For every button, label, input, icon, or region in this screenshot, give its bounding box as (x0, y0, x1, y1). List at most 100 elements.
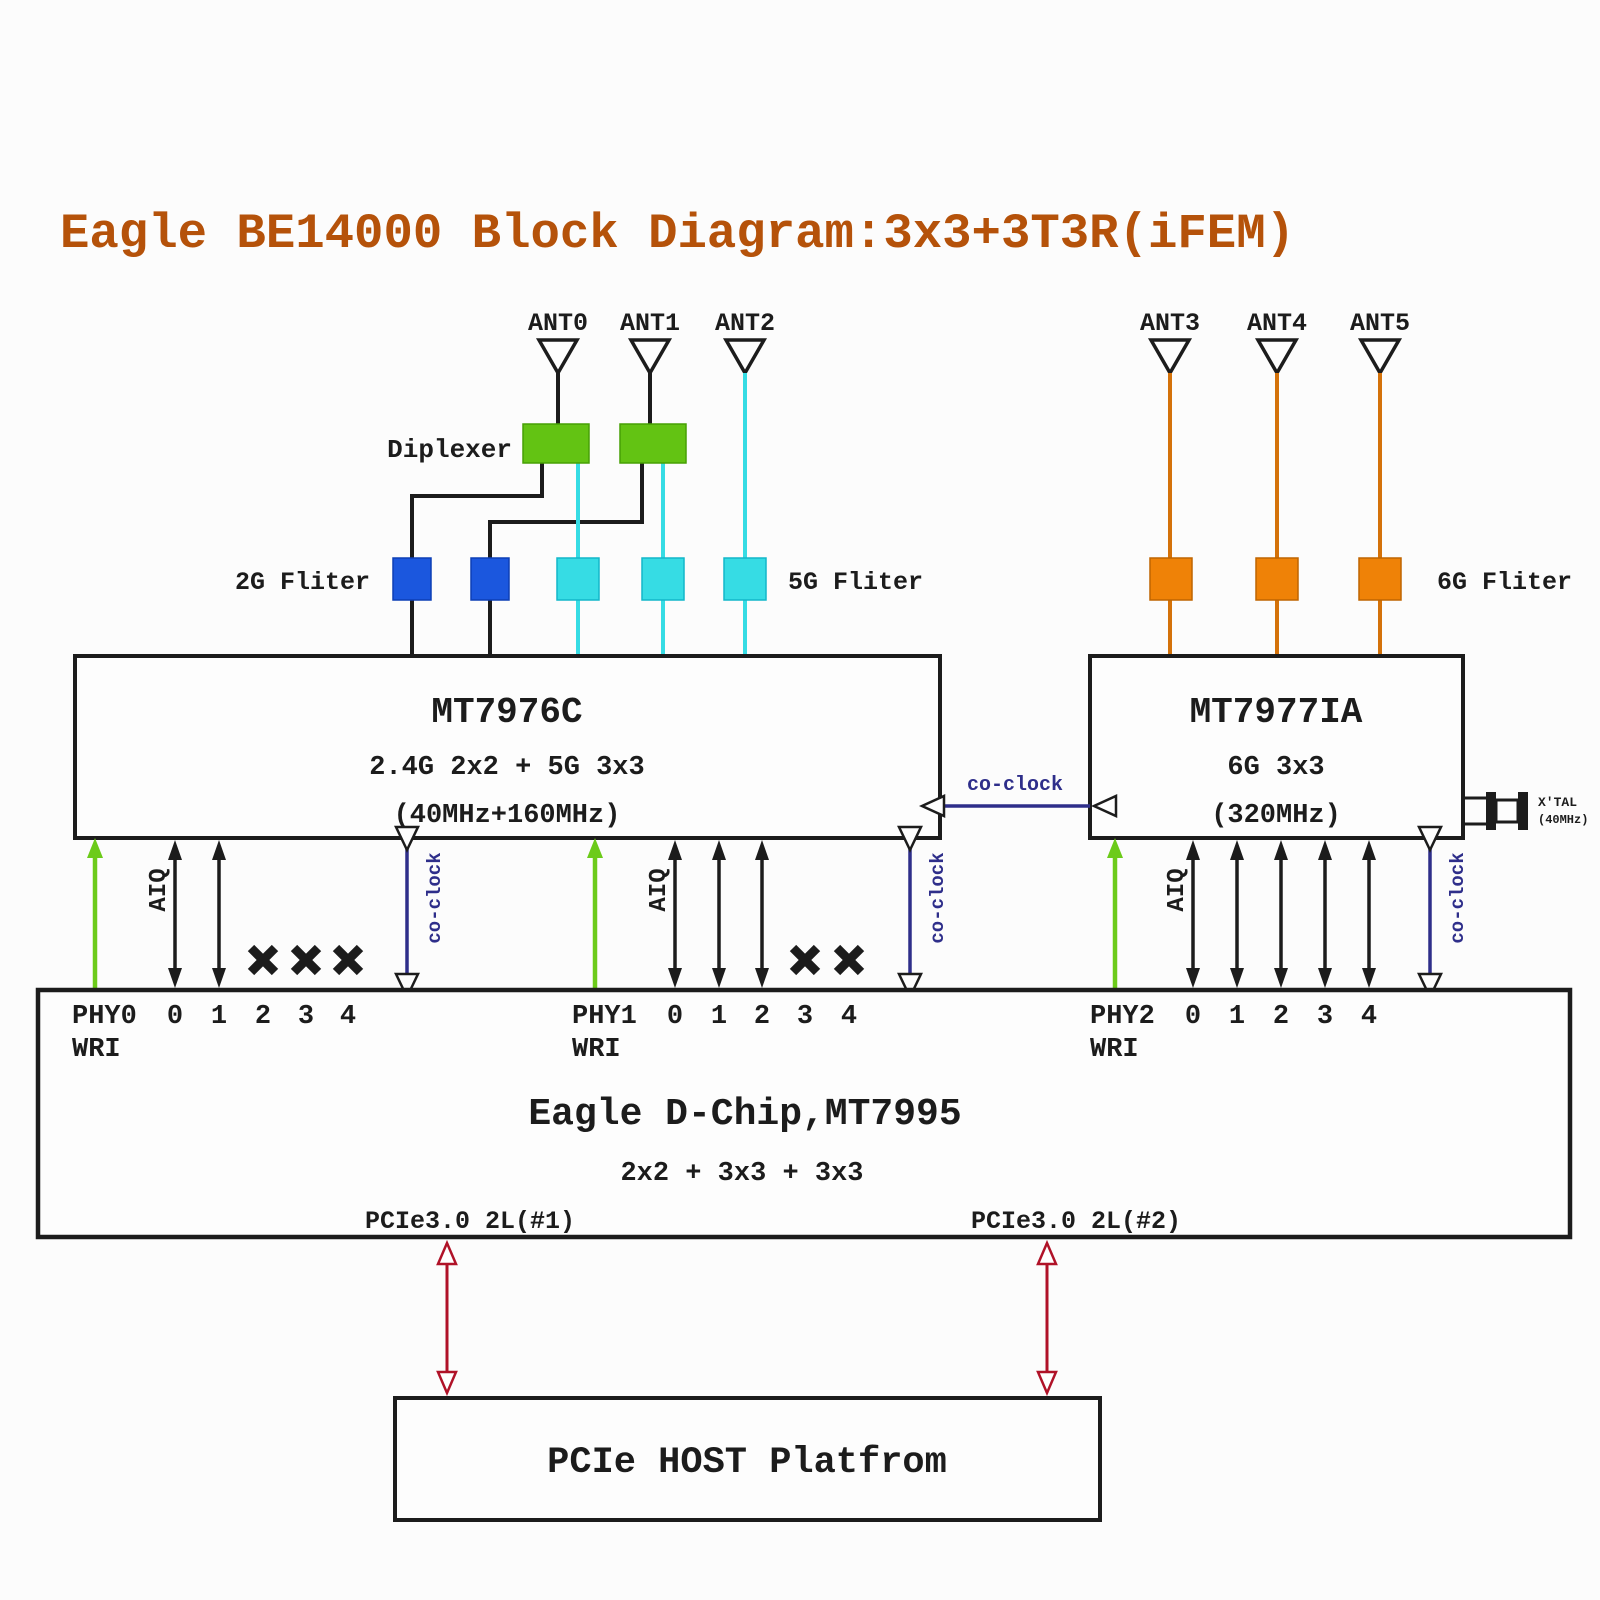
page-title: Eagle BE14000 Block Diagram:3x3+3T3R(iFE… (60, 206, 1295, 262)
xtal-body (1494, 798, 1520, 824)
antenna-icon-ant1 (627, 338, 673, 377)
phy1-name-label: PHY1 (572, 1002, 637, 1032)
antenna-label-ant3: ANT3 (1140, 309, 1200, 338)
chip-mt7977ia-bandwidth: (320MHz) (1211, 801, 1341, 831)
phy0-pin1-head-bottom (212, 968, 226, 988)
coclock-link-vertical-2: co-clock (897, 825, 949, 1000)
phy1-pin0-arrow (668, 840, 682, 988)
coclock-v2-arrowhead-top (897, 825, 923, 853)
phy2-pin3-label: 3 (1317, 1002, 1333, 1032)
phy1-pin2-label: 2 (754, 1002, 770, 1032)
phy2-pin4-label: 4 (1361, 1002, 1377, 1032)
phy0-pin2-label: 2 (255, 1002, 271, 1032)
chip-dchip-config: 2x2 + 3x3 + 3x3 (620, 1159, 863, 1189)
antenna-label-ant0: ANT0 (528, 309, 588, 338)
chip-mt7977ia-box (1088, 654, 1465, 840)
filter-6g-box-3 (1358, 557, 1402, 601)
diplexer-label: Diplexer (387, 435, 512, 465)
phy0-wri-arrowhead (87, 838, 103, 858)
antenna-label-ant4: ANT4 (1247, 309, 1307, 338)
filter-5g-box-2 (641, 557, 685, 601)
phy0-pin0-head-top (168, 840, 182, 860)
chip-dchip-box (35, 987, 1573, 1240)
phy0-name-label: PHY0 (72, 1002, 137, 1032)
antenna-ant2: ANT2 (715, 309, 775, 656)
filter-2g-box-1 (392, 557, 432, 601)
phy0-sub-label: WRI (72, 1035, 121, 1065)
coclock-v1-arrowhead-top (394, 825, 420, 853)
xtal-plate-left (1486, 792, 1496, 830)
coclock-v1-arrowhead-bottom (394, 972, 420, 1000)
coclock-v3-arrowhead-bottom (1417, 972, 1443, 1000)
filter-6g-box-1 (1149, 557, 1193, 601)
coclock-h-label: co-clock (967, 774, 1063, 797)
antenna-ant5: ANT5 (1350, 309, 1410, 656)
phy0-pin1-label: 1 (211, 1002, 227, 1032)
antenna-label-ant1: ANT1 (620, 309, 680, 338)
phy0-pin4-x-mark (332, 944, 364, 976)
filter-5g-box-1 (556, 557, 600, 601)
phy2-pin0-label: 0 (1185, 1002, 1201, 1032)
chip-mt7977ia-name: MT7977IA (1190, 692, 1363, 733)
phy0-pin4-label: 4 (340, 1002, 356, 1032)
chip-host-name: PCIe HOST Platfrom (547, 1442, 947, 1484)
phy2-aiq-label: AIQ (1164, 868, 1191, 911)
phy1-pin3-label: 3 (797, 1002, 813, 1032)
phy0-pin0-arrow (168, 840, 182, 988)
antenna-ant1: ANT1 (620, 309, 680, 425)
coclock-v3-arrowhead-top (1417, 825, 1443, 853)
phy2-pin4-arrow (1362, 840, 1376, 988)
phy0-pin1-head-top (212, 840, 226, 860)
pcie-link-1-arrow (436, 1239, 458, 1397)
phy0-wri-arrow (87, 838, 103, 988)
pcie-link-2-arrow (1036, 1239, 1058, 1397)
chip-mt7976c-bandwidth: (40MHz+160MHz) (394, 801, 621, 831)
phy2-sub-label: WRI (1090, 1035, 1139, 1065)
phy1-sub-label: WRI (572, 1035, 621, 1065)
chip-mt7976c-box (73, 654, 942, 840)
diplexer-box-2 (619, 423, 687, 464)
phy1-pin3-x-mark (789, 944, 821, 976)
coclock-v2-arrowhead-bottom (897, 972, 923, 1000)
phy0-pin3-x-mark (290, 944, 322, 976)
phy0-pin0-label: 0 (167, 1002, 183, 1032)
antenna-icon-ant3 (1147, 338, 1193, 377)
phy2-pin2-arrow (1274, 840, 1288, 988)
phy0-pin2-x-mark (247, 944, 279, 976)
phy2-pin2-label: 2 (1273, 1002, 1289, 1032)
coclock-v1-label: co-clock (424, 852, 446, 943)
phy0-pin3-label: 3 (298, 1002, 314, 1032)
coclock-h-arrowhead-left (918, 794, 946, 818)
filter-2g-box-2 (470, 557, 510, 601)
antenna-label-ant5: ANT5 (1350, 309, 1410, 338)
pcie-lane1-label: PCIe3.0 2L(#1) (365, 1207, 575, 1236)
xtal-plate-right (1518, 792, 1528, 830)
phy1-aiq-label: AIQ (646, 868, 673, 911)
phy1-pin4-label: 4 (841, 1002, 857, 1032)
phy0-pin0-head-bottom (168, 968, 182, 988)
phy2-pin0-arrow (1186, 840, 1200, 988)
coclock-link-horizontal: co-clock (918, 774, 1118, 818)
phy2-pin1-label: 1 (1229, 1002, 1245, 1032)
phy2-pin3-arrow (1318, 840, 1332, 988)
pcie-lane2-label: PCIe3.0 2L(#2) (971, 1207, 1181, 1236)
chip-mt7976c-name: MT7976C (431, 692, 582, 733)
phy0-aiq-label: AIQ (146, 868, 173, 911)
xtal-icon (1463, 792, 1528, 830)
phy2-name-label: PHY2 (1090, 1002, 1155, 1032)
phy1-pin2-arrow (755, 840, 769, 988)
chip-dchip-name: Eagle D-Chip,MT7995 (528, 1093, 961, 1136)
coclock-v2-label: co-clock (927, 852, 949, 943)
phy1-pin1-label: 1 (711, 1002, 727, 1032)
antenna-icon-ant5 (1357, 338, 1403, 377)
diplexer-box-1 (522, 423, 590, 464)
coclock-v3-label: co-clock (1447, 852, 1469, 943)
antenna-label-ant2: ANT2 (715, 309, 775, 338)
chip-host-box (393, 1396, 1102, 1522)
xtal-label: X'TAL (1538, 795, 1577, 810)
antenna-ant3: ANT3 (1140, 309, 1200, 656)
antenna-ant4: ANT4 (1247, 309, 1307, 656)
xtal-freq-label: (40MHz) (1538, 813, 1588, 827)
filter-5g-box-3 (723, 557, 767, 601)
